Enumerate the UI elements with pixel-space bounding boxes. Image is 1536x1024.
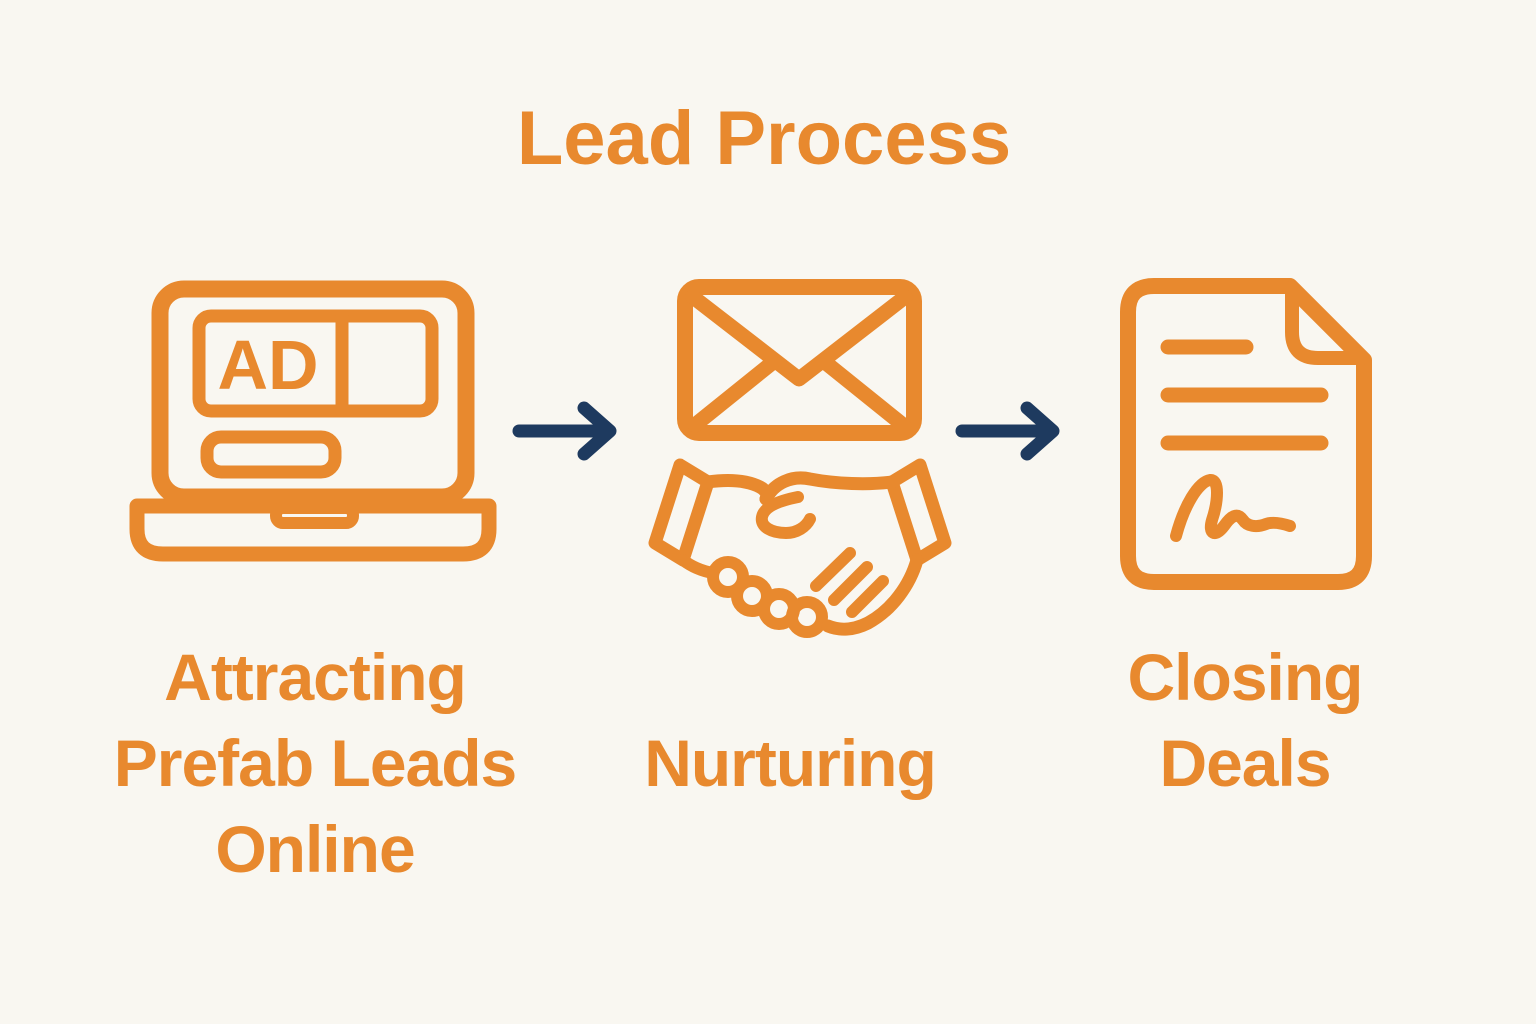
arrow-right-icon	[955, 401, 1060, 461]
signed-document-icon	[1120, 278, 1372, 590]
envelope-body	[677, 279, 922, 441]
laptop-notch	[270, 502, 359, 529]
label-line: Nurturing	[644, 726, 937, 800]
envelope-flap	[685, 289, 913, 387]
search-bar-box	[200, 430, 342, 479]
label-line: Attracting	[164, 640, 467, 714]
envelope-icon	[677, 279, 922, 441]
page-title: Lead Process	[516, 96, 1012, 181]
label-line: Prefab Leads	[113, 726, 518, 800]
laptop-screen	[151, 280, 475, 506]
ad-badge-text: AD	[217, 326, 318, 404]
arrow-right-icon	[512, 401, 617, 461]
right-sleeve	[885, 458, 952, 567]
laptop-ad-icon: AD	[129, 280, 497, 562]
signature-squiggle	[1170, 474, 1296, 542]
stage-label-closing-deals: Closing Deals	[1045, 634, 1445, 806]
ad-banner-box	[192, 309, 439, 418]
stage-label-nurturing: Nurturing	[590, 720, 990, 806]
label-line: Online	[215, 812, 415, 886]
label-line: Closing	[1127, 640, 1364, 714]
label-line: Deals	[1159, 726, 1331, 800]
document-page	[1120, 278, 1372, 590]
document-fold	[1285, 281, 1369, 365]
laptop-base	[129, 498, 497, 562]
stage-label-attracting-prefab-leads-online: Attracting Prefab Leads Online	[45, 634, 585, 892]
left-sleeve	[648, 458, 715, 567]
handshake-icon	[648, 458, 952, 638]
